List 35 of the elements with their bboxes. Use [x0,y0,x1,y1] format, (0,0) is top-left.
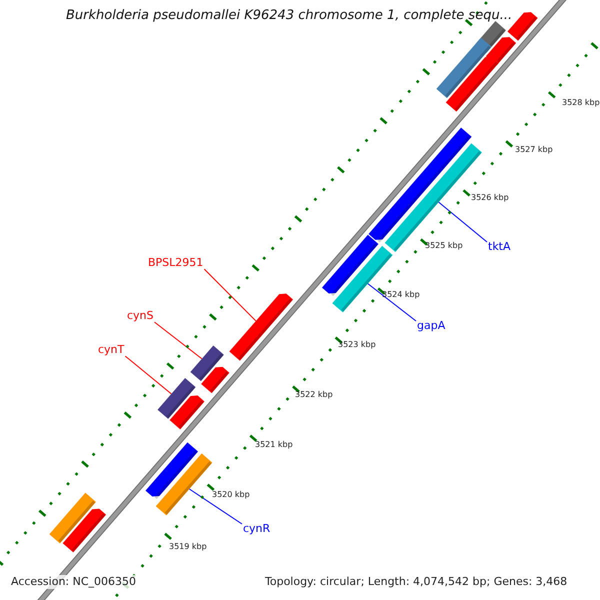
gene-block [156,453,212,516]
map-title: Burkholderia pseudomallei K96243 chromosome 1, complete sequ... [65,7,514,25]
gene-block [170,396,204,430]
gene-label: gapA [417,320,446,332]
gene-label: cynR [243,523,270,536]
leader-line [154,322,202,360]
leader-line [204,268,256,322]
gene-block [49,492,96,544]
gene-block [446,56,500,112]
scale-label: 3528 kbp [562,99,600,108]
scale-label: 3525 kbp [425,242,463,251]
leader-line [438,202,488,242]
leader-line [188,488,242,524]
gene-block [229,294,294,361]
gene-block [368,128,472,242]
gene-label: cynT [98,344,124,356]
scale-label: 3527 kbp [515,146,553,155]
gene-block [322,234,378,296]
gene-block [190,346,224,382]
scale-label: 3521 kbp [255,441,293,450]
gene-block [201,366,230,394]
gene-block [436,38,492,98]
gene-block [146,442,198,500]
leader-line [124,356,172,394]
gene-block [62,508,106,552]
leader-line [367,283,416,322]
scale-label: 3522 kbp [295,391,333,400]
scale-label: 3523 kbp [338,341,376,350]
scale-label: 3526 kbp [471,194,509,203]
scale-label: 3520 kbp [212,491,250,500]
scale-label: 3519 kbp [169,543,207,552]
gene-label: tktA [488,241,511,254]
gene-label: BPSL2951 [148,257,204,270]
gene-label: cynS [127,310,154,322]
gene-block [158,378,196,419]
